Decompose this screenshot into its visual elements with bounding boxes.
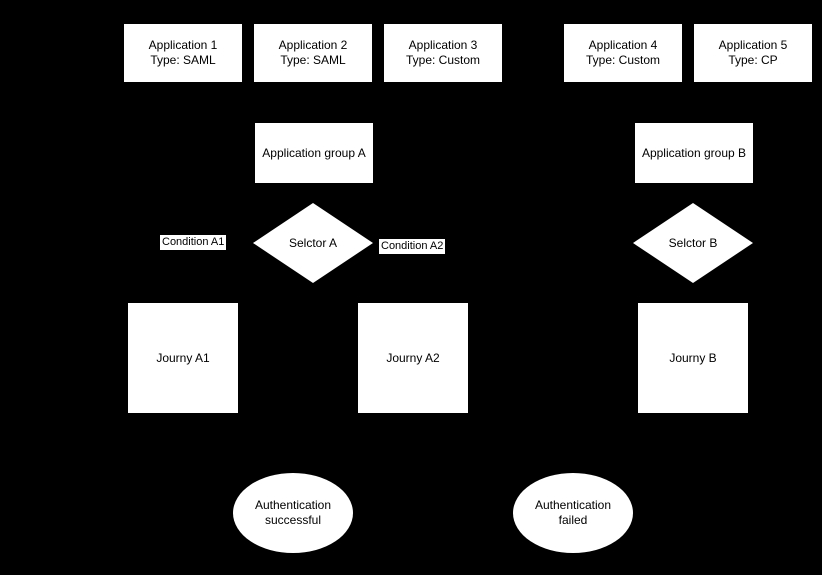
node-authentication-successful: Authentication successful <box>233 473 353 553</box>
auth-successful-line1: Authentication <box>254 498 332 512</box>
node-application-group-b: Application group B <box>635 123 753 183</box>
node-application-2: Application 2 Type: SAML <box>254 24 372 82</box>
node-application-3: Application 3 Type: Custom <box>384 24 502 82</box>
application-5-name: Application 5 <box>718 38 788 52</box>
label-condition-a1: Condition A1 <box>160 235 227 250</box>
application-1-name: Application 1 <box>148 38 218 52</box>
application-4-type: Type: Custom <box>585 53 661 67</box>
condition-a1-text: Condition A1 <box>162 236 225 248</box>
node-application-4: Application 4 Type: Custom <box>564 24 682 82</box>
node-selector-a: Selctor A <box>253 203 373 283</box>
node-journey-a2: Journy A2 <box>358 303 468 413</box>
application-1-type: Type: SAML <box>150 53 216 67</box>
journey-a2-label: Journy A2 <box>386 350 440 365</box>
auth-successful-line2: successful <box>264 513 322 527</box>
label-condition-a2: Condition A2 <box>379 239 446 254</box>
application-3-name: Application 3 <box>408 38 478 52</box>
node-application-5: Application 5 Type: CP <box>694 24 812 82</box>
application-2-type: Type: SAML <box>280 53 346 67</box>
selector-a-label: Selctor A <box>288 235 338 250</box>
selector-b-label: Selctor B <box>668 235 718 250</box>
node-journey-b: Journy B <box>638 303 748 413</box>
application-4-name: Application 4 <box>588 38 658 52</box>
application-5-type: Type: CP <box>728 53 778 67</box>
auth-failed-line2: failed <box>558 513 588 527</box>
application-3-type: Type: Custom <box>405 53 481 67</box>
application-group-b-label: Application group B <box>641 145 747 160</box>
node-application-1: Application 1 Type: SAML <box>124 24 242 82</box>
node-application-group-a: Application group A <box>255 123 373 183</box>
node-authentication-failed: Authentication failed <box>513 473 633 553</box>
auth-failed-line1: Authentication <box>534 498 612 512</box>
journey-b-label: Journy B <box>669 350 717 365</box>
application-2-name: Application 2 <box>278 38 348 52</box>
node-journey-a1: Journy A1 <box>128 303 238 413</box>
journey-a1-label: Journy A1 <box>156 350 210 365</box>
node-selector-b: Selctor B <box>633 203 753 283</box>
application-group-a-label: Application group A <box>262 145 366 160</box>
condition-a2-text: Condition A2 <box>381 240 444 252</box>
